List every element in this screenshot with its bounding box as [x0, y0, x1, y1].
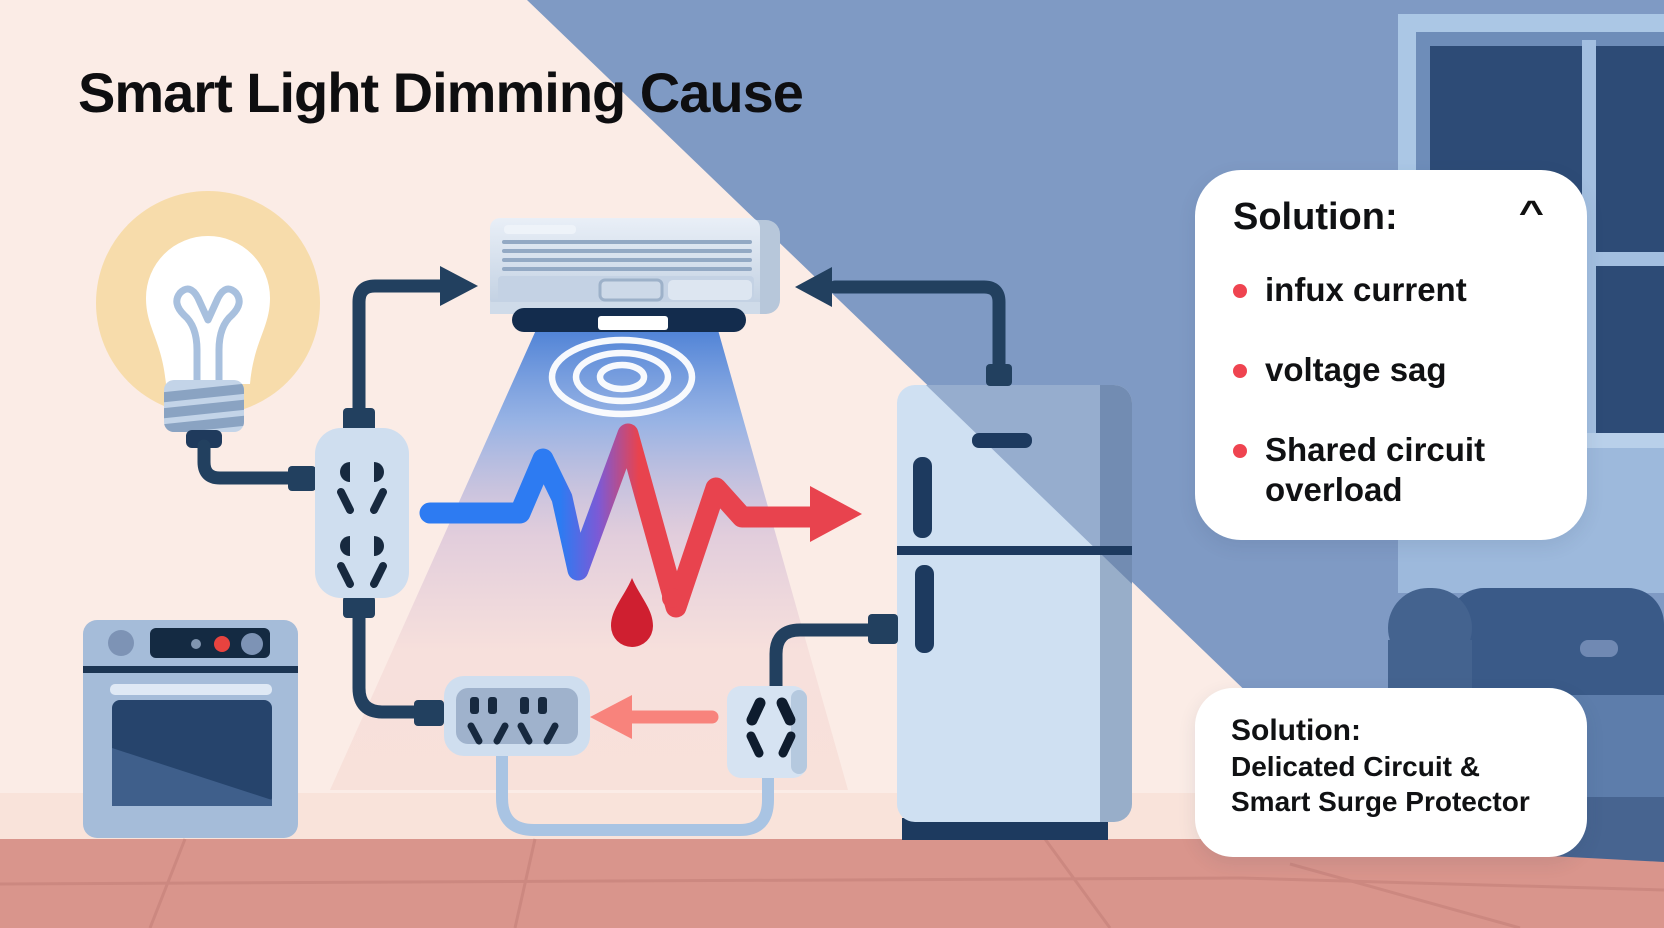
arrow-fridge-to-ac: [795, 267, 1006, 377]
arrowhead-left-icon: [795, 267, 832, 307]
wire-bulb-to-strip: [197, 439, 297, 485]
arrowhead-right-icon: [440, 266, 478, 306]
remedy-card-heading: Solution:: [1231, 714, 1361, 747]
oven-control-panel: [150, 628, 270, 658]
power-strip-horizontal: [444, 676, 590, 756]
list-item: infux current: [1233, 270, 1547, 310]
ac-vent-flap: [598, 316, 668, 330]
wall-socket: [727, 686, 807, 778]
arrowhead-left-icon: [590, 695, 632, 739]
bulb-filament: [173, 285, 243, 388]
fridge-side-panel: [1100, 385, 1132, 822]
list-item: Shared circuit overload: [1233, 430, 1547, 511]
oven-knob: [241, 633, 263, 655]
oven-power-light: [214, 636, 230, 652]
outlet-icon: [337, 462, 387, 588]
remedy-card: Solution: Delicated Circuit & Smart Surg…: [1195, 688, 1587, 857]
sofa-cushion-detail: [1580, 640, 1618, 657]
light-bulb: [96, 191, 320, 448]
bulb-cap: [186, 430, 222, 448]
fridge-top-handle: [972, 433, 1032, 448]
bullet-dot-icon: [1233, 363, 1247, 378]
airflow-ripple-icon: [548, 336, 696, 418]
bullet-dot-icon: [1233, 283, 1247, 298]
page-title: Smart Light Dimming Cause: [78, 61, 804, 124]
cause-label: voltage sag: [1265, 350, 1447, 388]
power-strip-vertical: [315, 408, 409, 618]
fridge-divider: [897, 546, 1132, 555]
ac-control-panel: [598, 278, 664, 302]
cable-loop: [496, 750, 774, 836]
bulb-glass: [145, 235, 271, 384]
list-item: voltage sag: [1233, 350, 1547, 390]
outlet-icon: [467, 697, 559, 745]
floor-salmon: [0, 839, 1664, 928]
arrowhead-right-icon: [810, 486, 862, 542]
wire-strip-to-bottom-strip: [352, 609, 421, 719]
plug-bottom-strip: [414, 700, 444, 726]
causes-card: Solution: ^ infux current voltage sag Sh…: [1195, 170, 1587, 540]
arrow-socket-to-strip: [590, 695, 719, 739]
plug-bulb: [288, 466, 316, 491]
remedy-line: Delicated Circuit &: [1231, 750, 1480, 782]
oven: [83, 620, 298, 838]
wire-fridge-to-socket: [769, 623, 879, 697]
caret-up-icon[interactable]: ^: [1519, 194, 1545, 230]
oven-handle: [110, 684, 272, 695]
freezer-handle: [913, 457, 932, 538]
cause-label: Shared circuit overload: [1265, 431, 1486, 509]
refrigerator: [897, 364, 1132, 840]
cause-label: infux current: [1265, 270, 1467, 308]
air-conditioner: [490, 218, 780, 332]
causes-list: infux current voltage sag Shared circuit…: [1233, 270, 1547, 511]
oven-knob: [108, 630, 134, 656]
voltage-waveform: [419, 423, 862, 618]
plug-fridge-side: [868, 614, 898, 644]
bullet-dot-icon: [1233, 444, 1247, 459]
remedy-line: Smart Surge Protector: [1231, 785, 1530, 817]
fridge-handle: [915, 565, 934, 653]
red-droplet-icon: [611, 578, 682, 647]
causes-card-heading: Solution:: [1233, 196, 1398, 238]
arrow-strip-to-ac: [352, 266, 478, 421]
plug-fridge-top: [986, 364, 1012, 386]
